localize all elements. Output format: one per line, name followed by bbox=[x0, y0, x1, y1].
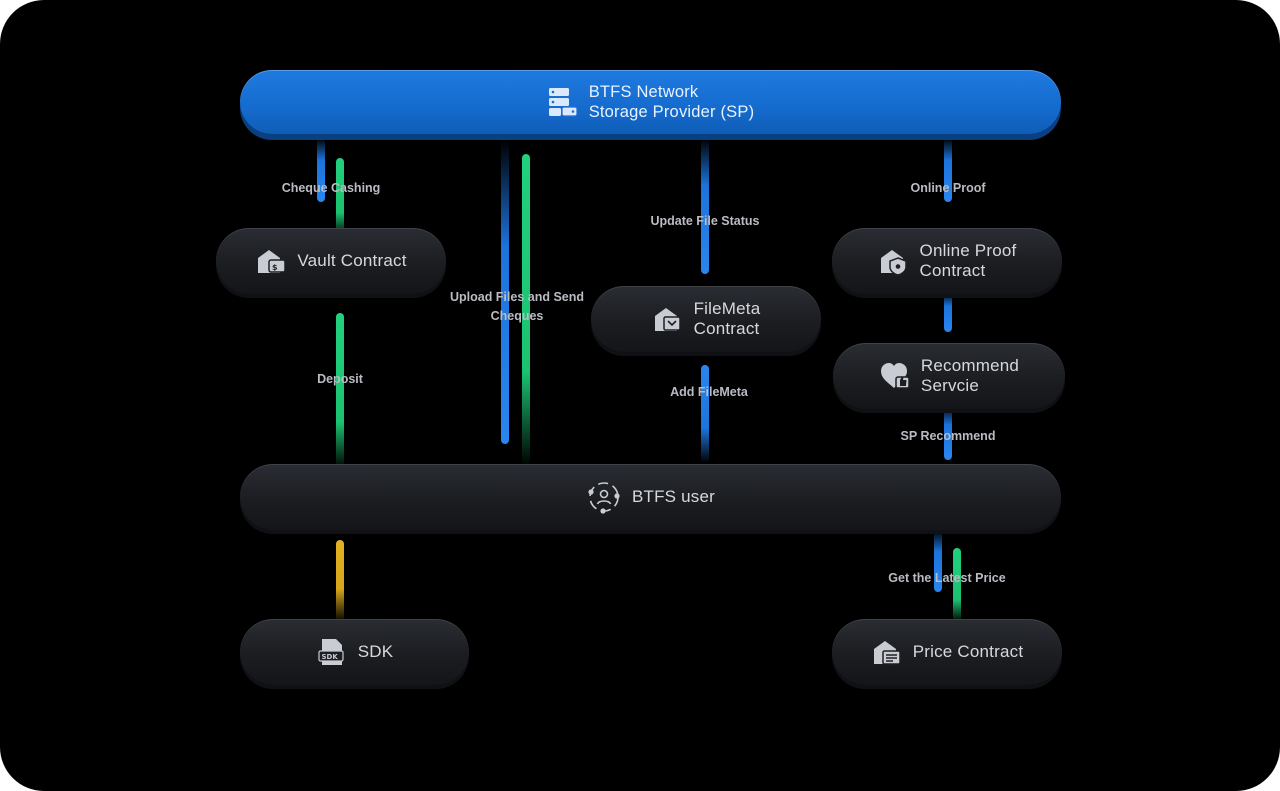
node-label-recommend-service: Recommend Servcie bbox=[920, 356, 1020, 395]
edge-sp-recommend-line bbox=[944, 406, 952, 460]
node-vault-contract: $ Vault Contract bbox=[216, 228, 446, 294]
edge-label-online-proof: Online Proof bbox=[910, 181, 986, 195]
node-label-vault-contract: Vault Contract bbox=[297, 251, 407, 270]
edge-proof-recommend-line bbox=[944, 292, 952, 332]
node-label-storage-provider: BTFS Network Storage Provider (SP) bbox=[588, 83, 755, 121]
svg-text:SDK: SDK bbox=[321, 653, 338, 661]
node-label-price-contract: Price Contract bbox=[912, 642, 1024, 661]
edge-label-latest-price: Get the Latest Price bbox=[888, 571, 1006, 585]
node-filemeta-contract: FileMeta Contract bbox=[591, 286, 821, 352]
node-label-filemeta-contract: FileMeta Contract bbox=[693, 299, 761, 338]
edge-add-filemeta-line bbox=[701, 365, 709, 463]
shield-contract-icon bbox=[880, 250, 907, 276]
edge-label-upload: Upload Files and Send Cheques bbox=[449, 290, 585, 323]
edge-sdk-line bbox=[336, 540, 344, 622]
server-storage-icon bbox=[548, 88, 578, 117]
edge-online-proof-line bbox=[944, 138, 952, 202]
vault-contract-icon: $ bbox=[258, 250, 287, 273]
node-storage-provider: BTFS Network Storage Provider (SP) bbox=[240, 70, 1061, 134]
edge-price-blue-line bbox=[934, 530, 942, 592]
node-recommend-service: Recommend Servcie bbox=[833, 343, 1065, 409]
edge-price-green-line bbox=[953, 548, 961, 622]
user-network-icon bbox=[588, 482, 620, 514]
edge-label-sp-recommend: SP Recommend bbox=[900, 429, 996, 443]
node-sdk: SDK SDK bbox=[240, 619, 469, 685]
price-contract-icon bbox=[873, 641, 901, 665]
edge-upload-green-line bbox=[522, 154, 530, 466]
svg-text:$: $ bbox=[272, 263, 278, 272]
edge-label-add-filemeta: Add FileMeta bbox=[670, 385, 748, 399]
sdk-file-icon: SDK bbox=[318, 639, 344, 665]
node-label-sdk: SDK bbox=[357, 642, 394, 661]
node-label-btfs-user: BTFS user bbox=[631, 487, 716, 506]
edge-vault-green-line bbox=[336, 158, 344, 236]
edge-label-deposit: Deposit bbox=[317, 372, 363, 386]
edge-upload-blue-line bbox=[501, 140, 509, 444]
filemeta-contract-icon bbox=[654, 308, 681, 331]
edge-label-update-status: Update File Status bbox=[650, 214, 760, 228]
node-btfs-user: BTFS user bbox=[240, 464, 1061, 530]
node-price-contract: Price Contract bbox=[832, 619, 1062, 685]
edge-cheque-cashing-line bbox=[317, 138, 325, 202]
edge-update-status-line bbox=[701, 138, 709, 274]
heart-thumbs-up-icon bbox=[880, 363, 910, 389]
node-online-proof-contract: Online Proof Contract bbox=[832, 228, 1062, 294]
node-label-online-proof-contract: Online Proof Contract bbox=[919, 241, 1017, 280]
edge-label-cheque-cashing: Cheque Cashing bbox=[281, 181, 381, 195]
edge-deposit-line bbox=[336, 313, 344, 469]
